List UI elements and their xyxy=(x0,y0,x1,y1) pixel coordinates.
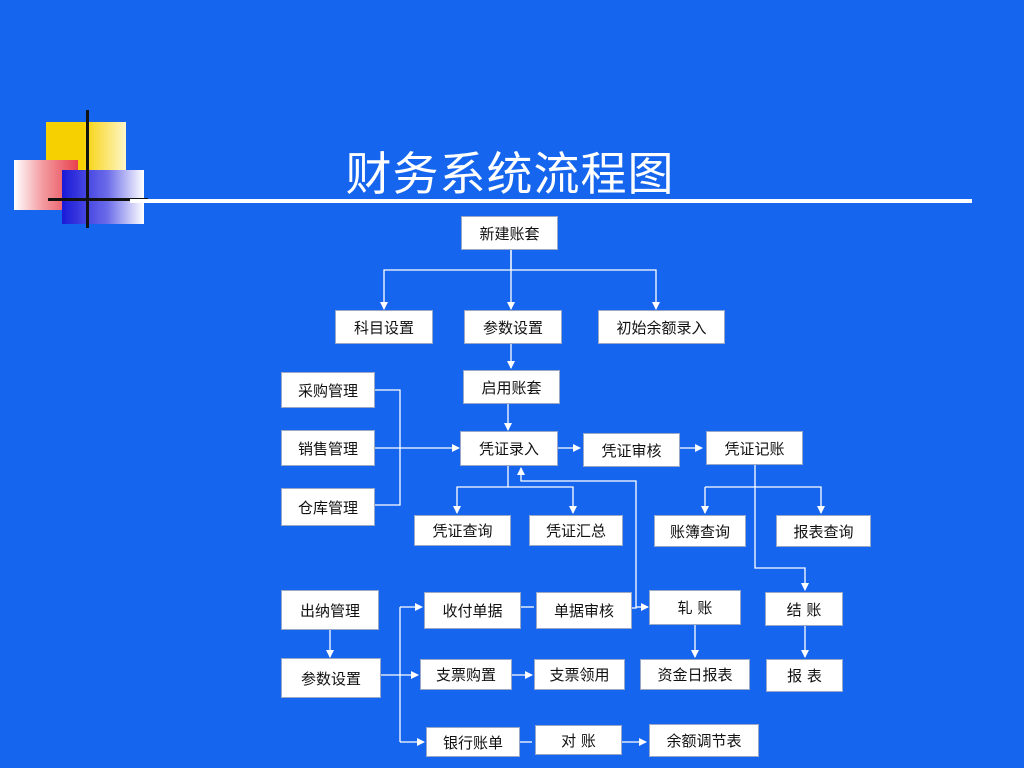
node-cashier-mgmt[interactable]: 出纳管理 xyxy=(281,590,379,630)
node-voucher-review[interactable]: 凭证审核 xyxy=(583,433,680,467)
node-ledger-query[interactable]: 账簿查询 xyxy=(654,515,746,547)
node-new-account-set[interactable]: 新建账套 xyxy=(461,216,558,250)
node-doc-review[interactable]: 单据审核 xyxy=(536,592,632,629)
node-reconcile[interactable]: 对 账 xyxy=(535,725,622,755)
node-balance-adjustment[interactable]: 余额调节表 xyxy=(649,724,759,757)
node-purchase-mgmt[interactable]: 采购管理 xyxy=(281,372,375,408)
connector-entry-to-summary xyxy=(508,486,577,514)
node-settle-accounts[interactable]: 轧 账 xyxy=(649,590,741,625)
title-underline xyxy=(130,199,972,203)
deco-blue-square xyxy=(62,170,144,224)
node-check-issue[interactable]: 支票领用 xyxy=(534,659,625,690)
node-report[interactable]: 报 表 xyxy=(766,659,843,692)
connector-posting-to-report-query xyxy=(705,486,825,514)
connector-new-to-opening xyxy=(511,269,660,310)
node-cashier-param-setup[interactable]: 参数设置 xyxy=(281,658,381,698)
page-title: 财务系统流程图 xyxy=(345,147,675,201)
connector-entry-to-query xyxy=(453,466,509,514)
node-report-query[interactable]: 报表查询 xyxy=(776,515,871,547)
connector-new-to-subject xyxy=(380,250,512,310)
connector-review-loop-to-entry xyxy=(517,467,637,609)
node-check-purchase[interactable]: 支票购置 xyxy=(420,659,512,690)
node-enable-account-set[interactable]: 启用账套 xyxy=(463,370,560,404)
node-sales-mgmt[interactable]: 销售管理 xyxy=(281,430,375,466)
connector-posting-to-closing xyxy=(754,465,809,591)
node-voucher-summary[interactable]: 凭证汇总 xyxy=(529,515,623,546)
node-warehouse-mgmt[interactable]: 仓库管理 xyxy=(281,488,375,526)
node-opening-balance[interactable]: 初始余额录入 xyxy=(598,310,725,344)
node-receipt-payment-docs[interactable]: 收付单据 xyxy=(424,592,521,629)
node-voucher-query[interactable]: 凭证查询 xyxy=(414,515,511,546)
node-param-setup[interactable]: 参数设置 xyxy=(464,310,562,344)
deco-vertical-line xyxy=(86,110,89,228)
node-subject-setup[interactable]: 科目设置 xyxy=(335,310,433,344)
node-voucher-posting[interactable]: 凭证记账 xyxy=(706,431,803,465)
node-voucher-entry[interactable]: 凭证录入 xyxy=(460,431,558,466)
node-closing[interactable]: 结 账 xyxy=(765,592,843,626)
node-bank-statement[interactable]: 银行账单 xyxy=(426,727,520,757)
deco-horizontal-line xyxy=(48,198,148,201)
node-daily-cash-report[interactable]: 资金日报表 xyxy=(640,659,750,690)
